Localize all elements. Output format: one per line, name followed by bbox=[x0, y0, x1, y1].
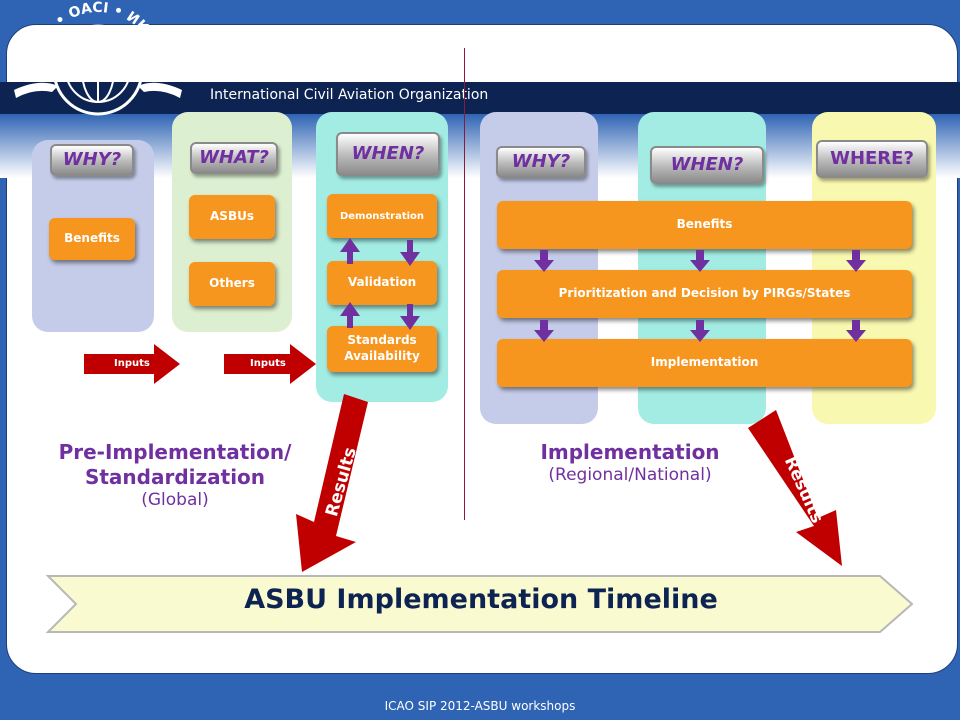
when-label: WHEN? bbox=[336, 132, 440, 176]
implementation-box: Implementation bbox=[497, 339, 912, 387]
org-name: International Civil Aviation Organizatio… bbox=[210, 87, 489, 103]
benefits-box: Benefits bbox=[49, 218, 135, 260]
inputs-arrows bbox=[84, 344, 316, 384]
asbus-box: ASBUs bbox=[189, 195, 275, 239]
prioritization-box: Prioritization and Decision by PIRGs/Sta… bbox=[497, 270, 912, 318]
impl-where-label: WHERE? bbox=[816, 140, 928, 178]
inputs-label-2: Inputs bbox=[250, 358, 286, 369]
impl-when-label: WHEN? bbox=[650, 146, 764, 184]
impl-why-label: WHY? bbox=[496, 146, 586, 178]
what-label: WHAT? bbox=[190, 142, 278, 174]
inputs-arrow-1 bbox=[84, 344, 180, 384]
logo-text: ICAO • OACI • ИКАО bbox=[28, 0, 165, 65]
impl-benefits-box: Benefits bbox=[497, 201, 912, 249]
demonstration-box: Demonstration bbox=[327, 194, 437, 238]
pre-impl-title-line2: Standardization bbox=[84, 465, 266, 489]
impl-down-arrows bbox=[534, 250, 866, 342]
icao-logo: ICAO • OACI • ИКАО bbox=[8, 0, 188, 116]
standards-box: Standards Availability bbox=[327, 326, 437, 372]
pre-impl-scope: (Global) bbox=[141, 490, 209, 510]
results-arrow-left bbox=[296, 394, 368, 572]
pre-impl-title-line1: Pre-Implementation/ bbox=[58, 440, 292, 464]
timeline-label: ASBU Implementation Timeline bbox=[244, 584, 718, 615]
validation-box: Validation bbox=[327, 261, 437, 305]
inputs-label-1: Inputs bbox=[114, 358, 150, 369]
inputs-arrow-2 bbox=[224, 344, 316, 384]
footer-bar bbox=[0, 696, 960, 720]
when-arrows bbox=[340, 238, 420, 330]
impl-title: Implementation (Regional/National) bbox=[500, 440, 760, 486]
others-box: Others bbox=[189, 262, 275, 306]
section-divider bbox=[464, 48, 465, 520]
pre-impl-title: Pre-Implementation/ Standardization (Glo… bbox=[40, 440, 310, 511]
why-label: WHY? bbox=[50, 144, 134, 176]
footer-text: ICAO SIP 2012-ASBU workshops bbox=[384, 699, 576, 713]
impl-scope: (Regional/National) bbox=[548, 465, 712, 485]
timeline-banner bbox=[45, 575, 914, 633]
impl-title-line: Implementation bbox=[540, 440, 720, 464]
results-arrow-right bbox=[748, 410, 842, 566]
